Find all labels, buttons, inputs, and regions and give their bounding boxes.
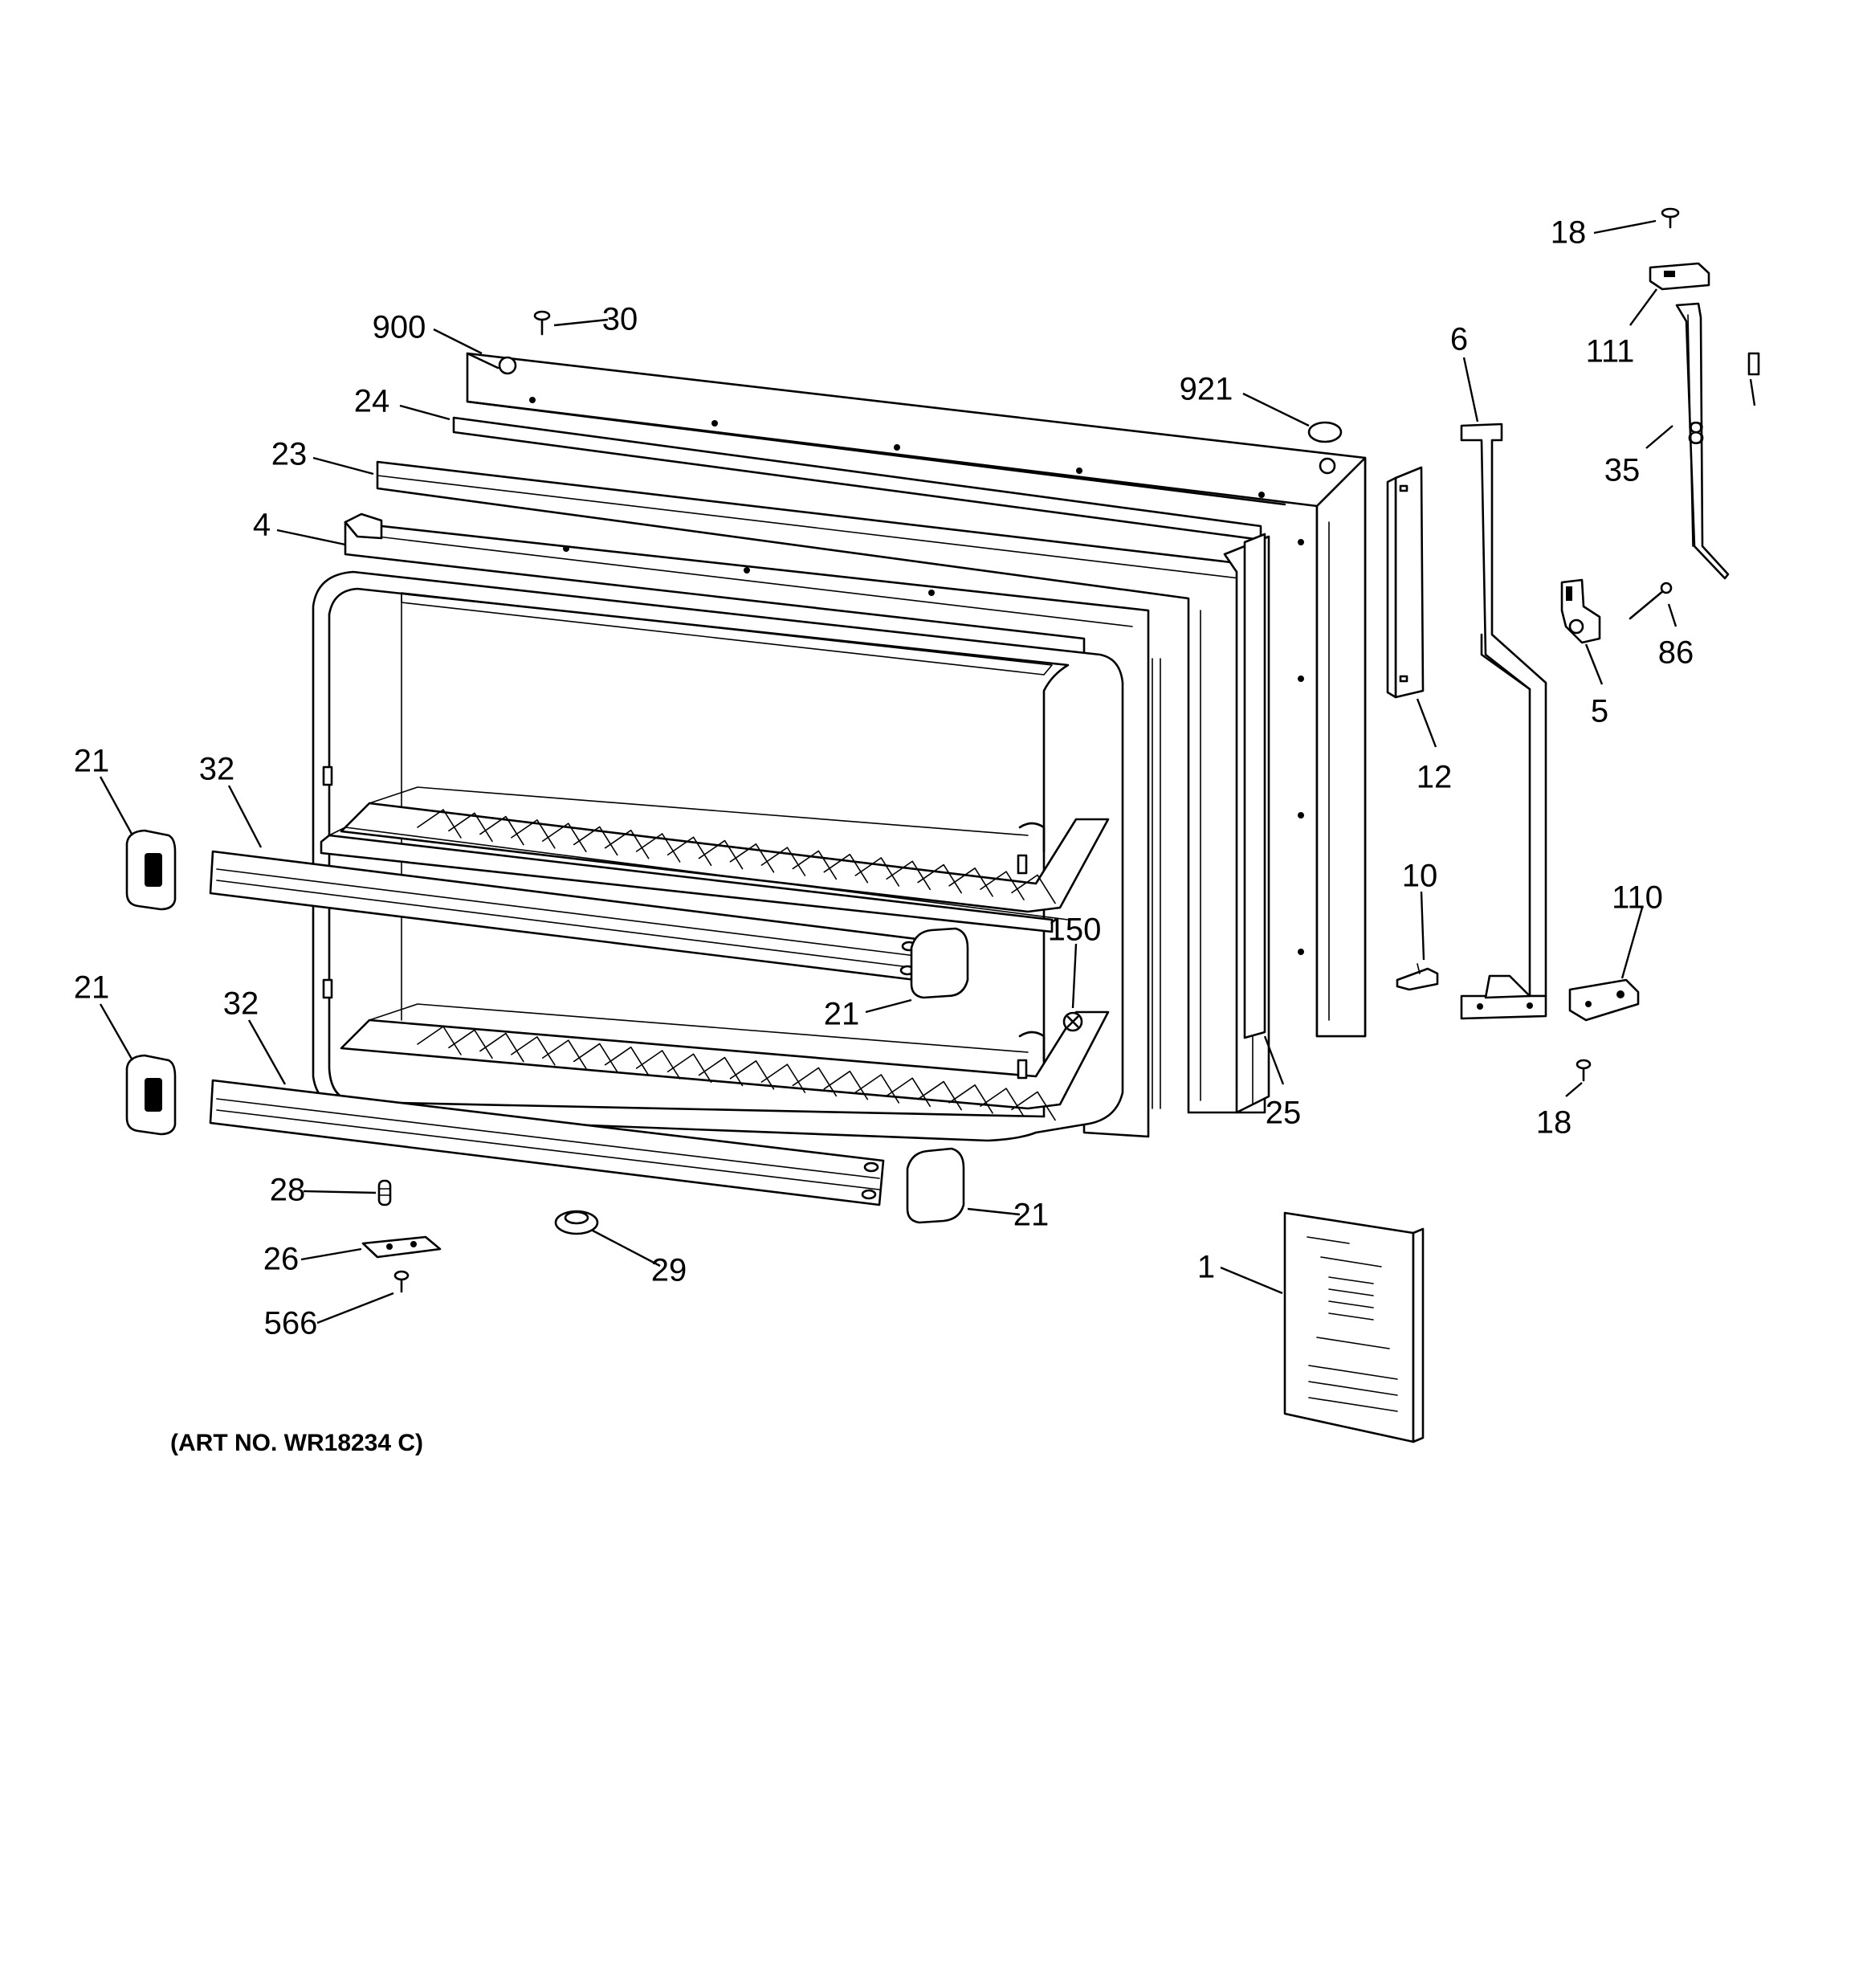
callout-12: 12 — [1417, 760, 1453, 795]
callout-6: 6 — [1450, 322, 1468, 357]
part-566-screw — [393, 1270, 410, 1293]
part-900-outer-door — [466, 352, 1367, 1038]
art-number: (ART NO. WR18234 C) — [170, 1430, 423, 1456]
callout-5: 5 — [1591, 694, 1608, 729]
callout-8: 8 — [1687, 416, 1705, 451]
part-12-bracket — [1386, 466, 1425, 699]
part-111-hinge-cover — [1649, 262, 1710, 291]
part-26-plate — [361, 1235, 442, 1259]
part-8-clip — [1747, 352, 1760, 376]
part-32-shelf-bar-lower — [209, 1079, 885, 1206]
callout-25: 25 — [1266, 1096, 1302, 1131]
callout-29: 29 — [651, 1253, 687, 1288]
callout-566: 566 — [264, 1306, 318, 1341]
part-30-screw — [533, 310, 551, 336]
part-32-shelf-bar-upper — [209, 850, 925, 982]
callout-921: 921 — [1180, 372, 1233, 407]
part-10-clip — [1396, 963, 1439, 991]
part-21-cap-lower-left — [125, 1054, 177, 1136]
door-liner — [312, 570, 1124, 1142]
part-28-screw — [377, 1179, 392, 1206]
callout-110: 110 — [1612, 880, 1663, 916]
callout-21: 21 — [74, 744, 110, 779]
part-5-hinge — [1560, 578, 1601, 644]
callout-21: 21 — [74, 970, 110, 1006]
part-35-trim-strip — [1675, 302, 1730, 580]
callout-30: 30 — [602, 302, 638, 337]
leader-lines — [99, 219, 1756, 1325]
callout-35: 35 — [1604, 453, 1641, 488]
callout-18: 18 — [1536, 1105, 1572, 1141]
callout-1: 1 — [1197, 1250, 1215, 1285]
part-921-plug — [1307, 421, 1343, 443]
callout-32: 32 — [223, 986, 259, 1022]
part-4-liner-frame — [344, 512, 1161, 1138]
part-18-screw-bottom — [1576, 1059, 1592, 1082]
part-21-cap-lower-right — [906, 1147, 965, 1224]
part-21-cap-upper-left — [125, 829, 177, 911]
callout-26: 26 — [263, 1242, 300, 1277]
callout-24: 24 — [354, 384, 390, 419]
part-110-hinge-plate — [1568, 978, 1640, 1022]
part-1-owners-manual — [1283, 1211, 1425, 1443]
callout-150: 150 — [1048, 912, 1102, 948]
part-29-plug — [554, 1210, 599, 1235]
callout-labels: 18 111 8 35 86 5 6 921 900 30 24 23 4 12 10 110 21 32 150 2… — [74, 215, 1705, 1341]
callout-111: 111 — [1586, 334, 1635, 369]
callout-10: 10 — [1402, 859, 1438, 894]
callout-21: 21 — [1013, 1198, 1050, 1233]
part-150-screw — [1062, 1011, 1083, 1032]
part-18-screw-top — [1661, 207, 1680, 229]
part-21-cap-upper-right — [910, 927, 969, 999]
callout-28: 28 — [270, 1173, 306, 1208]
part-6-handle — [1460, 423, 1547, 1020]
part-86-pin — [1629, 582, 1673, 620]
callout-32: 32 — [199, 752, 235, 787]
callout-4: 4 — [253, 508, 271, 543]
callout-900: 900 — [373, 310, 426, 345]
callout-23: 23 — [271, 437, 308, 472]
part-25-gasket-strip — [1243, 533, 1266, 1039]
callout-18: 18 — [1551, 215, 1587, 251]
callout-86: 86 — [1658, 635, 1694, 671]
callout-21: 21 — [824, 997, 860, 1032]
